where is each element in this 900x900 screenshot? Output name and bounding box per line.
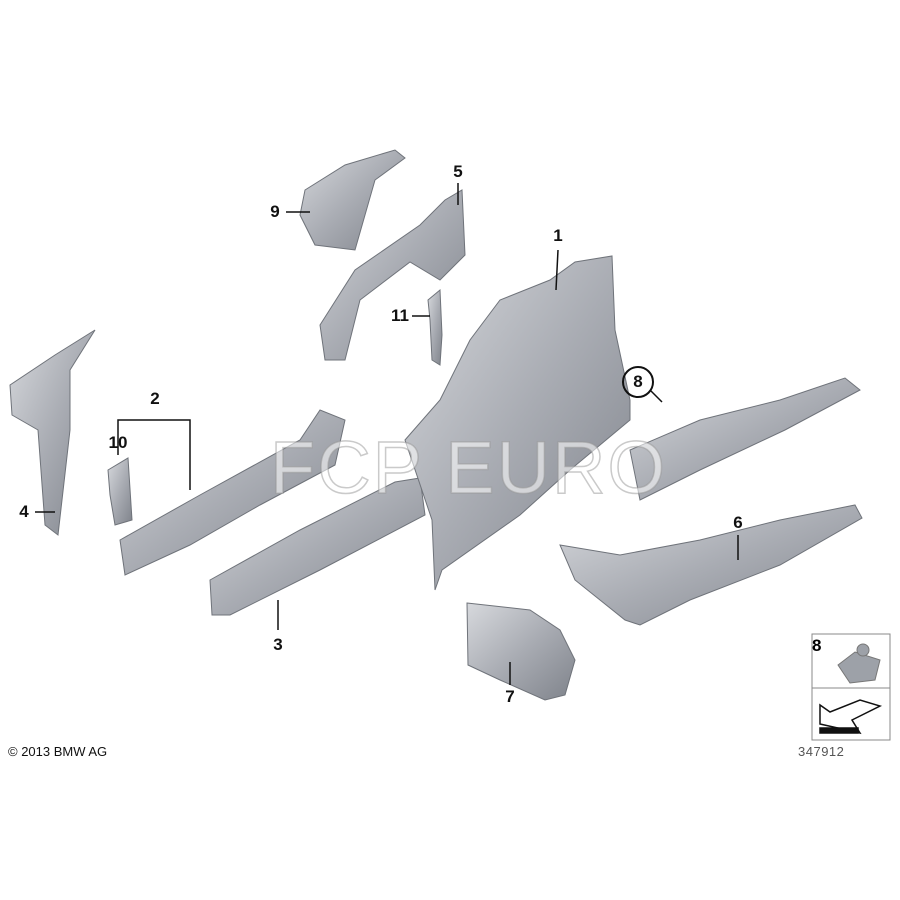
part-2 (119, 409, 346, 576)
callout-11[interactable]: 11 (391, 306, 409, 325)
callout-10[interactable]: 10 (108, 433, 128, 452)
callout-2[interactable]: 2 (150, 389, 160, 408)
inset-box (811, 633, 891, 741)
watermark: FCP EURO (269, 425, 668, 510)
part-9 (299, 149, 406, 251)
part-10 (107, 457, 133, 526)
callout-5[interactable]: 5 (453, 162, 463, 181)
part-6 (559, 504, 863, 626)
inset-label: 8 (812, 636, 822, 655)
callout-8[interactable]: 8 (622, 366, 654, 398)
leader-lines (35, 183, 739, 685)
copyright: © 2013 BMW AG (8, 744, 108, 759)
inset-part-8 (837, 643, 881, 684)
part-4 (9, 329, 96, 536)
callout-4[interactable]: 4 (19, 502, 29, 521)
part-3 (209, 477, 426, 616)
callout-3[interactable]: 3 (273, 635, 283, 654)
callout-6[interactable]: 6 (733, 513, 743, 532)
callout-7[interactable]: 7 (505, 687, 515, 706)
part-11 (427, 288, 443, 366)
part-7 (466, 602, 576, 701)
part-5 (319, 189, 466, 361)
part-1-rail (629, 377, 861, 501)
callout-1[interactable]: 1 (553, 226, 563, 245)
callout-9[interactable]: 9 (270, 202, 280, 221)
part-1 (404, 255, 631, 591)
direction-arrow-icon (819, 699, 883, 735)
reference-number: 347912 (798, 744, 845, 759)
